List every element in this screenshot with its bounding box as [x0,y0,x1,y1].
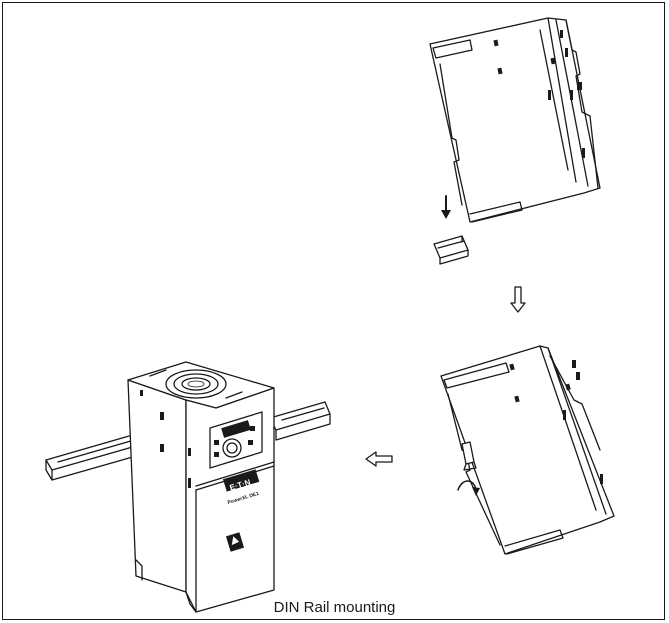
hollow-arrow-left-icon [365,451,393,467]
hollow-arrow-down-icon [510,286,526,313]
din-rail-segment [433,235,469,265]
diagram-caption: DIN Rail mounting [274,599,396,616]
arrow-down-icon [441,195,451,219]
drive-before-mounting [429,17,601,223]
drive-mounted-on-rail: E·T·N PowerXL DE1 [127,361,275,613]
drive-rotating-onto-rail [440,345,615,555]
